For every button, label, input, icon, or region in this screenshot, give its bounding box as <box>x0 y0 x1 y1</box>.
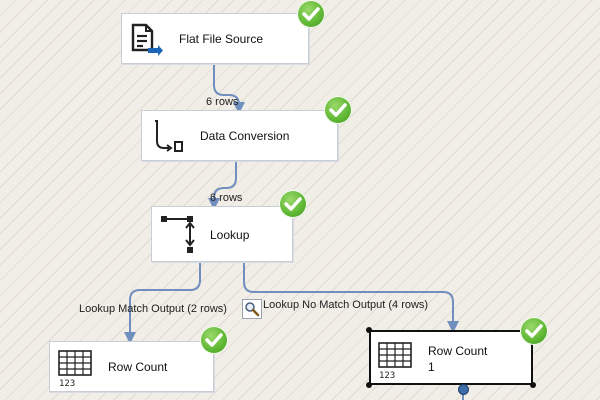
component-label: Row Count <box>428 344 488 358</box>
selection-handle[interactable] <box>366 382 372 388</box>
row-count-icon: 123 <box>58 350 94 393</box>
flat-file-source-icon <box>130 23 164 62</box>
output-anchor[interactable] <box>458 384 469 395</box>
path-flatfile-to-conversion[interactable] <box>213 64 245 114</box>
selection-handle[interactable] <box>366 327 372 333</box>
svg-text:123: 123 <box>59 379 75 388</box>
lookup-component[interactable]: Lookup <box>151 206 293 262</box>
component-label: Row Count <box>108 360 168 374</box>
row-count-nomatch-component[interactable]: 123 Row Count 1 <box>369 330 533 385</box>
component-sublabel: 1 <box>428 360 435 374</box>
path-label-conversion-lookup: 6 rows <box>210 192 243 204</box>
path-conversion-to-lookup[interactable] <box>208 161 237 210</box>
row-count-match-component[interactable]: 123 Row Count <box>49 341 214 392</box>
success-check-icon <box>200 326 228 354</box>
path-label-lookup-match: Lookup Match Output (2 rows) <box>79 303 227 315</box>
lookup-icon <box>160 215 196 258</box>
data-conversion-icon <box>151 119 185 158</box>
success-check-icon <box>297 0 325 28</box>
data-viewer-icon[interactable] <box>242 299 262 319</box>
path-label-flatfile-conversion: 6 rows <box>206 96 239 108</box>
row-count-icon: 123 <box>378 342 414 385</box>
path-label-lookup-nomatch: Lookup No Match Output (4 rows) <box>263 299 429 311</box>
success-check-icon <box>324 96 352 124</box>
component-label: Data Conversion <box>200 129 290 143</box>
path-lookup-nomatch[interactable] <box>243 262 459 333</box>
success-check-icon <box>520 317 548 345</box>
flat-file-source-component[interactable]: Flat File Source <box>121 13 309 64</box>
svg-text:123: 123 <box>379 371 395 380</box>
component-label: Lookup <box>210 228 250 242</box>
data-conversion-component[interactable]: Data Conversion <box>141 110 338 161</box>
path-lookup-match[interactable] <box>124 262 201 344</box>
component-label: Flat File Source <box>179 32 264 46</box>
selection-handle[interactable] <box>530 382 536 388</box>
success-check-icon <box>279 190 307 218</box>
